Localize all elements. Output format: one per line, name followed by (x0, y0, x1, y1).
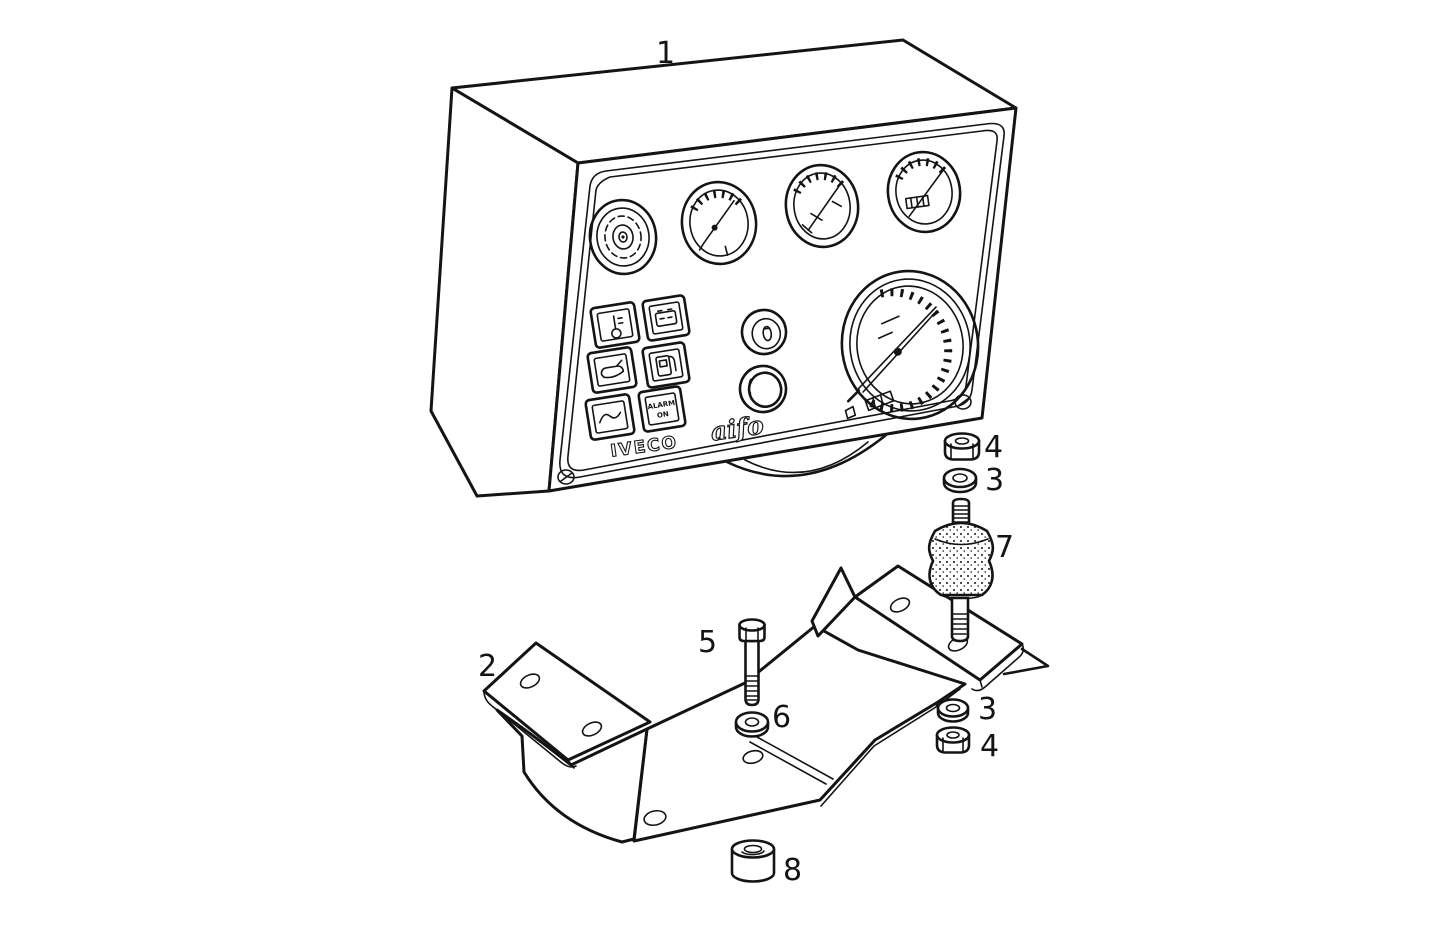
right-flange-hole-1 (889, 597, 911, 613)
hour-counter (844, 390, 895, 420)
callout-8-spacer: 8 (783, 853, 802, 888)
bezel-outer (559, 122, 1005, 479)
key-switch[interactable] (585, 196, 661, 278)
callout-2-bracket: 2 (478, 649, 497, 684)
callout-1-panel: 1 (656, 36, 675, 71)
bezel-inner (567, 129, 999, 472)
mount-stud-top (951, 497, 971, 530)
nut-upper (943, 432, 981, 461)
bracket-base-plate (632, 624, 967, 843)
washer-upper (942, 467, 978, 494)
left-flange-hole-1 (519, 673, 541, 689)
gauge-pressure (680, 180, 758, 266)
thermometer-icon (611, 315, 624, 339)
indicator-glow-light[interactable] (584, 393, 636, 441)
washer-center (734, 711, 770, 738)
indicator-oil-light[interactable] (586, 346, 638, 394)
left-flange-hole-2 (581, 721, 603, 737)
panel-button[interactable] (739, 307, 789, 357)
callout-4-upper: 4 (984, 430, 1003, 465)
tachometer (840, 269, 980, 421)
spacer-bushing (730, 839, 776, 883)
mount-stud-bottom (950, 596, 970, 643)
bezel-screw-bottom-left (557, 469, 575, 485)
blank-socket (738, 364, 788, 414)
indicator-fuel-light[interactable] (641, 341, 691, 389)
alarm-label-line2: ON (656, 410, 669, 420)
indicator-temp-light[interactable] (589, 301, 641, 349)
gauge-temperature (784, 163, 860, 249)
callout-4-lower: 4 (980, 729, 999, 764)
console-front-face (547, 106, 1018, 493)
mount-body (927, 521, 995, 600)
callout-3-upper: 3 (985, 463, 1004, 498)
wave-icon (598, 411, 622, 424)
callout-5-bolt: 5 (698, 625, 717, 660)
callout-7-mount: 7 (995, 530, 1014, 565)
callout-6-washer: 6 (772, 700, 791, 735)
bolt-shank (744, 639, 760, 707)
nut-lower (935, 726, 971, 754)
base-hole-center (742, 749, 764, 765)
oil-can-icon (600, 359, 625, 379)
gauge-fuel (886, 150, 962, 234)
fuel-pump-icon (655, 354, 677, 377)
indicator-battery-light[interactable] (641, 294, 691, 342)
callout-3-lower: 3 (978, 692, 997, 727)
right-flange-arrow-tip (1002, 647, 1050, 676)
tachometer-needle (846, 306, 938, 403)
rubber-mount (927, 497, 995, 643)
console-left-face (429, 86, 580, 498)
instrument-panel-console: ALARM ON (429, 38, 1018, 498)
mounting-bracket (482, 564, 1050, 844)
bracket-right-riser (810, 566, 857, 638)
washer-lower (936, 698, 970, 723)
bracket-left-riser (495, 708, 649, 844)
battery-icon (654, 308, 678, 327)
base-hole-left (643, 809, 667, 827)
indicator-light-grid: ALARM ON (584, 294, 691, 441)
mounting-boss (725, 433, 888, 478)
bolt (738, 618, 766, 707)
bolt-threads (745, 675, 759, 701)
brand-text-aifo: aifo (709, 410, 766, 446)
